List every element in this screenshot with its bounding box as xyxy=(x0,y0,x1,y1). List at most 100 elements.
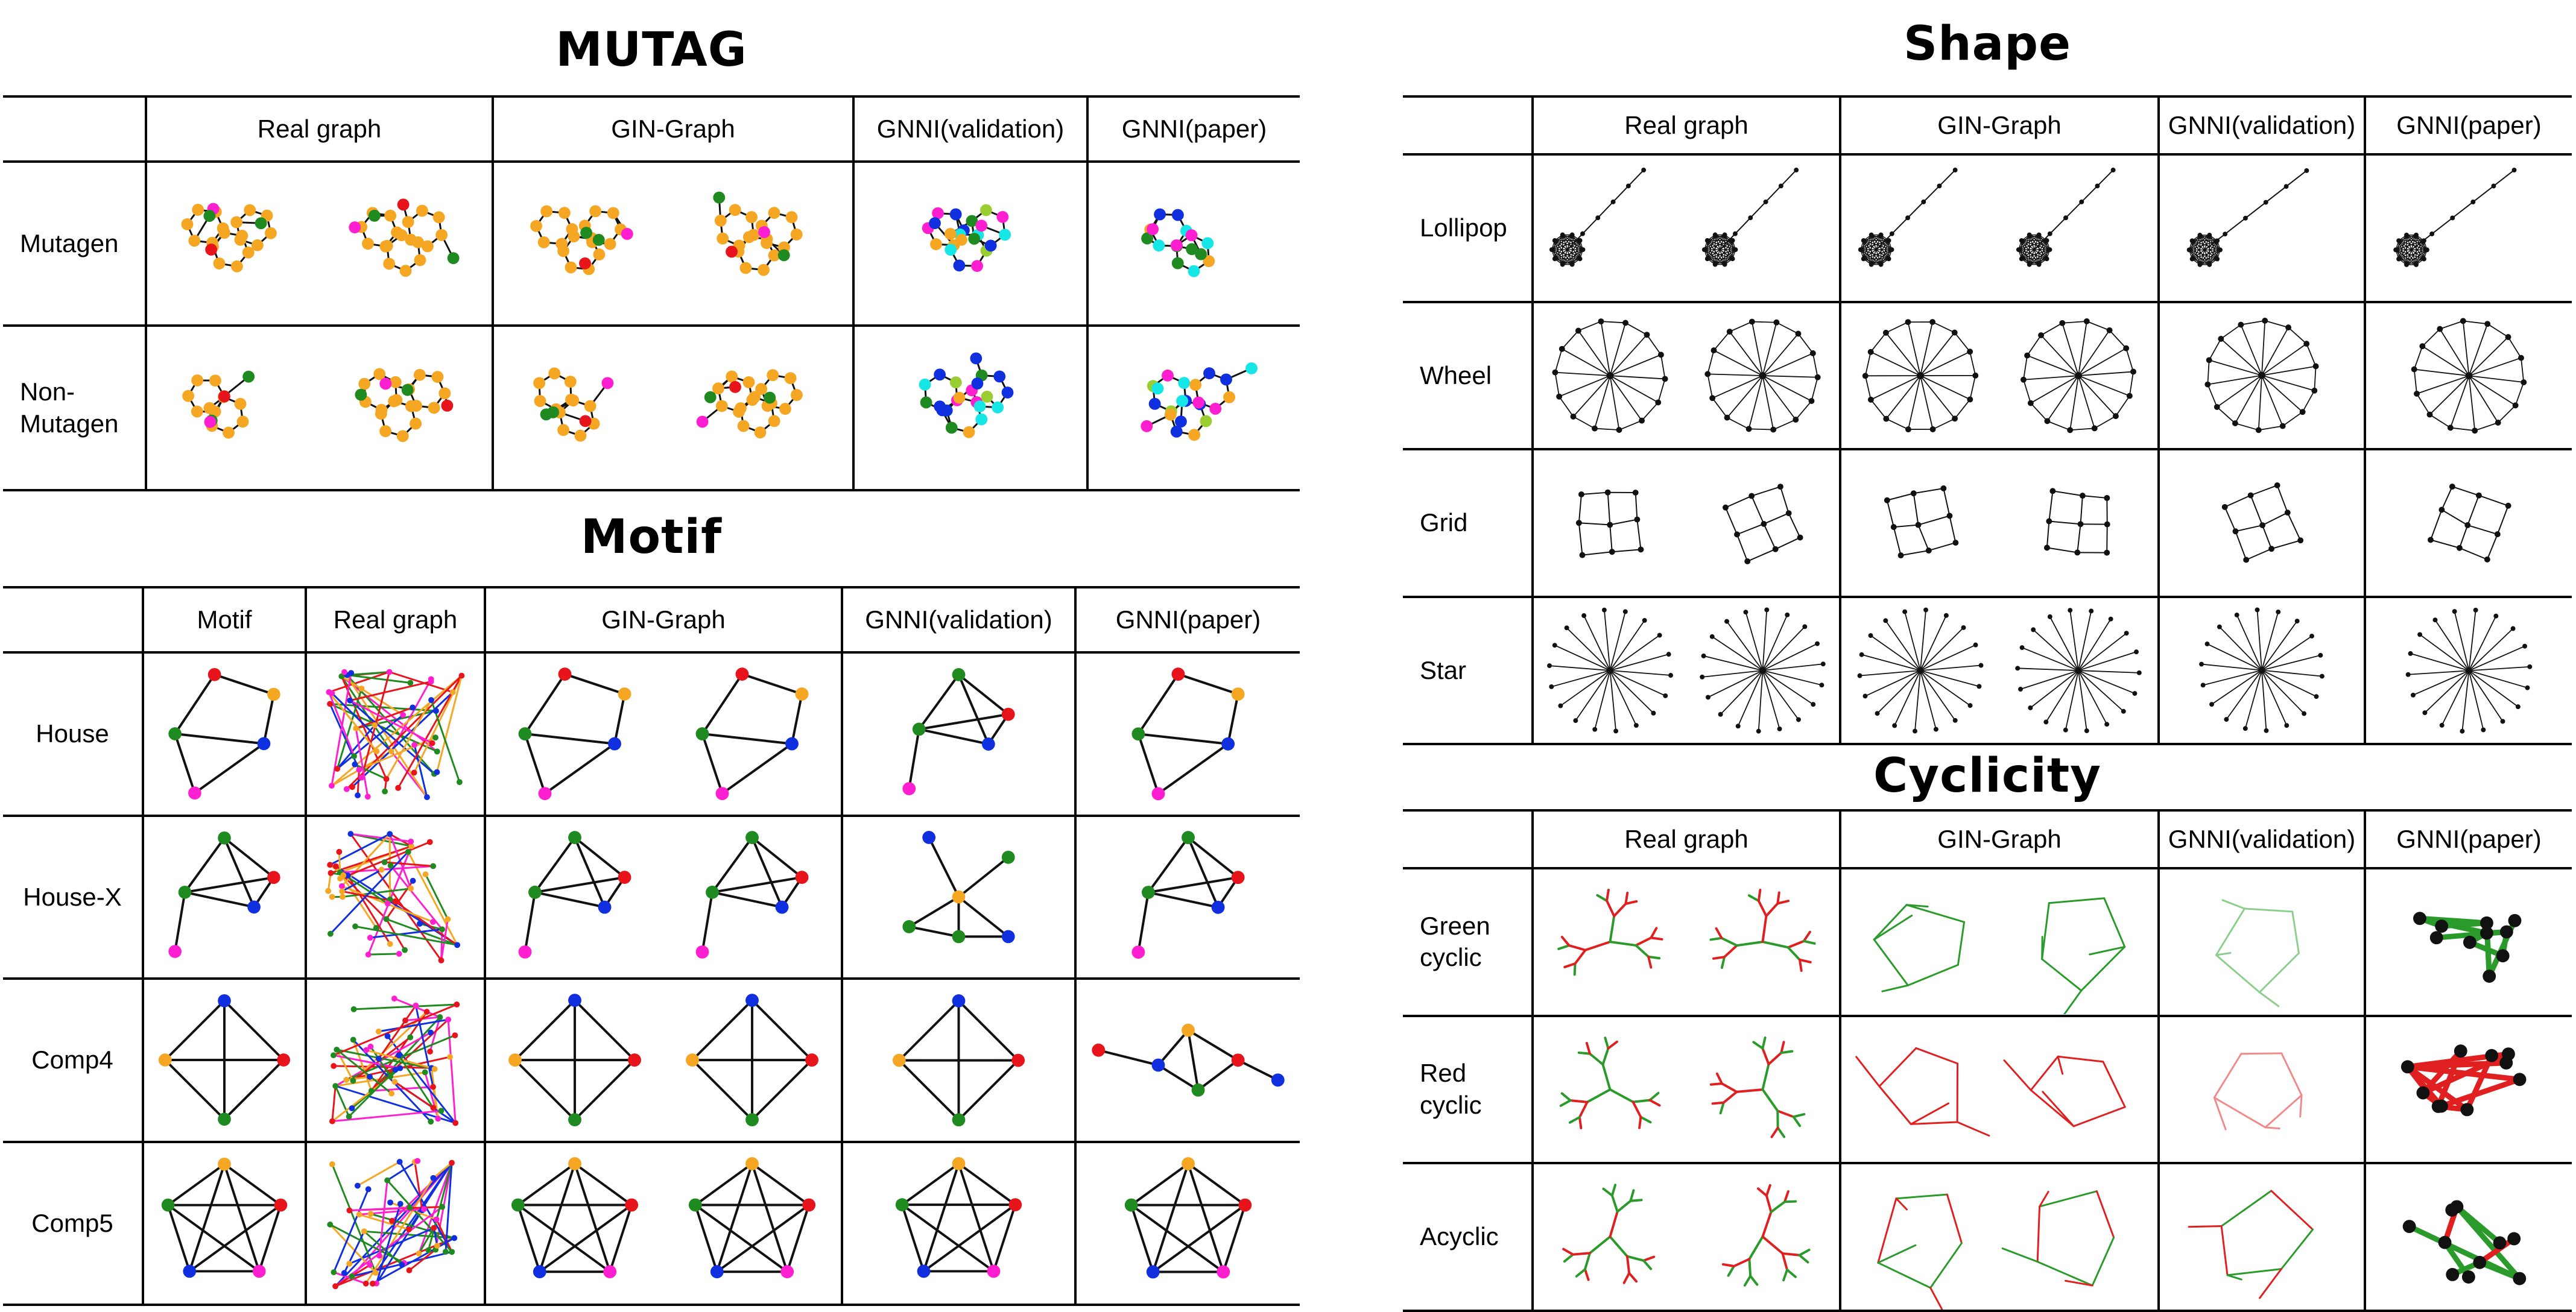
graph-cell xyxy=(306,979,485,1142)
graph-node xyxy=(2491,184,2496,189)
graph-edge xyxy=(2078,670,2139,673)
graph-node xyxy=(407,680,413,686)
graph-node xyxy=(568,230,580,242)
graph-edge xyxy=(2047,421,2070,430)
graph-node xyxy=(329,1161,335,1167)
motif-graph xyxy=(1077,817,1300,978)
graph-edge xyxy=(1916,1048,1958,1063)
graph-edge xyxy=(2078,330,2110,376)
graph-node xyxy=(2425,247,2429,252)
graph-node xyxy=(2417,1086,2430,1099)
graph-edge xyxy=(2050,617,2078,670)
graph-node xyxy=(1223,391,1235,403)
motif-graph xyxy=(843,980,1074,1140)
graph-node xyxy=(2187,247,2192,252)
mutag-col-empty xyxy=(3,96,146,162)
graph-node xyxy=(2209,702,2214,707)
graph-cell xyxy=(1840,1016,2159,1164)
graph-node xyxy=(1580,232,1585,236)
graph-node xyxy=(2300,409,2306,415)
graph-node xyxy=(2207,233,2212,238)
molecule-graph xyxy=(1089,163,1300,324)
graph-node xyxy=(1182,1024,1195,1037)
graph-node xyxy=(179,886,192,899)
shape-graph xyxy=(2366,156,2572,301)
graph-node xyxy=(423,871,429,877)
graph-edge xyxy=(1752,496,1764,524)
graph-edge xyxy=(2017,668,2078,670)
graph-edge xyxy=(1702,670,1762,677)
graph-node xyxy=(2111,168,2116,172)
graph-edge xyxy=(1555,372,1610,375)
motif-row-label: Comp5 xyxy=(3,1142,143,1305)
graph-node xyxy=(1192,1083,1205,1097)
graph-node xyxy=(593,248,605,260)
graph-edge xyxy=(2092,1238,2114,1286)
graph-node xyxy=(776,900,789,913)
graph-edge xyxy=(1138,674,1178,734)
graph-node xyxy=(454,942,460,948)
graph-edge xyxy=(2004,1060,2031,1090)
graph-node xyxy=(362,238,374,250)
graph-node xyxy=(2049,488,2055,494)
graph-edge xyxy=(1578,330,1610,376)
graph-edge xyxy=(959,857,1008,897)
graph-node xyxy=(768,415,780,427)
graph-node xyxy=(1926,547,1932,554)
graph-node xyxy=(2044,545,2050,551)
graph-node xyxy=(1730,238,1735,243)
graph-node xyxy=(972,377,984,390)
graph-edge xyxy=(1559,397,1573,417)
graph-node xyxy=(214,257,226,270)
graph-node xyxy=(350,1078,356,1084)
graph-node xyxy=(1887,257,1891,262)
graph-node xyxy=(2429,232,2434,236)
graph-node xyxy=(384,1177,390,1183)
graph-edge xyxy=(575,1164,631,1205)
graph-edge xyxy=(2027,355,2078,376)
graph-edge xyxy=(1752,487,1780,496)
graph-node xyxy=(346,1114,352,1120)
graph-edge xyxy=(2288,512,2300,540)
graph-edge xyxy=(1970,352,1975,376)
graph-node xyxy=(1607,667,1613,673)
graph-node xyxy=(402,1018,408,1024)
graph-edge xyxy=(2070,610,2078,670)
graph-edge xyxy=(1723,1264,1734,1266)
graph-node xyxy=(2419,343,2425,349)
graph-edge xyxy=(1943,488,1949,516)
graph-node xyxy=(2238,322,2244,328)
graph-edge xyxy=(1762,1064,1768,1090)
graph-edge xyxy=(1787,1270,1796,1277)
graph-node xyxy=(982,737,995,751)
graph-node xyxy=(218,1158,231,1171)
graph-node xyxy=(2048,614,2052,619)
graph-node xyxy=(2197,262,2202,267)
graph-node xyxy=(710,1265,724,1278)
graph-edge xyxy=(1618,1201,1631,1212)
graph-node xyxy=(2075,372,2082,379)
graph-edge xyxy=(1610,670,1654,713)
graph-edge xyxy=(2207,644,2262,670)
graph-cell xyxy=(2159,302,2365,450)
graph-edge xyxy=(2271,1191,2313,1229)
graph-edge xyxy=(1781,1051,1792,1053)
graph-edge xyxy=(1633,1100,1650,1102)
graph-edge xyxy=(1625,323,1647,335)
graph-node xyxy=(758,226,770,238)
graph-edge xyxy=(1178,674,1238,694)
graph-node xyxy=(191,374,203,386)
cycle-graph xyxy=(1534,869,1839,1014)
graph-node xyxy=(2396,257,2401,262)
graph-node xyxy=(952,994,966,1008)
graph-edge xyxy=(2431,510,2442,540)
graph-edge xyxy=(1610,1237,1627,1257)
graph-node xyxy=(183,1265,196,1278)
graph-node xyxy=(1710,634,1715,639)
graph-edge xyxy=(2414,369,2417,393)
graph-node xyxy=(443,1249,449,1255)
graph-edge xyxy=(1658,379,1665,402)
graph-edge xyxy=(1586,942,1610,950)
graph-node xyxy=(2274,482,2280,488)
graph-edge xyxy=(2002,1249,2037,1262)
